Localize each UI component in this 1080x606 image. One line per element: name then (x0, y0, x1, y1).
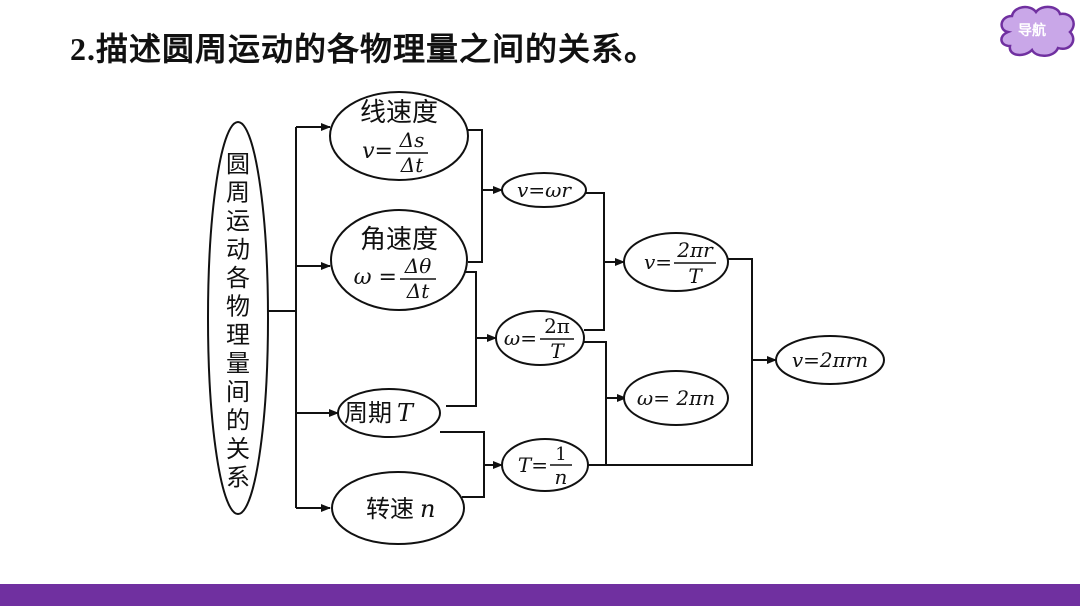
formula-T-1-over-n: T= 1 n (501, 438, 589, 492)
root-char: 间 (226, 378, 250, 406)
f3-num: 1 (555, 444, 566, 465)
cloud-icon (1000, 5, 1075, 57)
angular-num: Δθ (404, 254, 431, 278)
root-char: 物 (226, 293, 250, 321)
f4-lhs: v= (644, 250, 672, 274)
nav-button[interactable]: 导航 (996, 2, 1080, 60)
title-number: 2. (70, 31, 96, 67)
root-char: 各 (226, 264, 250, 292)
rpm-label: 转速 (366, 495, 414, 523)
angular-velocity-node: 角速度 ω = Δθ Δt (330, 209, 468, 311)
f6-text: v=2πrn (792, 348, 868, 372)
root-char: 圆 (226, 150, 250, 178)
page-title: 2.描述圆周运动的各物理量之间的关系。 (70, 24, 657, 70)
root-char: 的 (226, 407, 250, 435)
angular-den: Δt (406, 279, 430, 303)
title-text: 描述圆周运动的各物理量之间的关系。 (96, 30, 658, 68)
root-label: 圆周运动各物理量间的关系 (226, 150, 250, 492)
footer-bar (0, 584, 1080, 606)
formula-v-omega-r: v=ωr (501, 172, 587, 208)
linear-velocity-label: 线速度 (360, 98, 438, 128)
f2-den: T (550, 339, 565, 363)
linear-num: Δs (399, 128, 425, 152)
root-char: 理 (226, 321, 250, 349)
f4-num: 2πr (676, 238, 714, 262)
linear-velocity-node: 线速度 v= Δs Δt (329, 91, 469, 181)
rpm-var: n (420, 495, 435, 523)
period-node: 周期 T (337, 388, 441, 438)
rpm-node: 转速 n (331, 471, 465, 545)
linear-lhs: v= (362, 139, 393, 164)
formula-omega-2pi-over-T: ω= 2π T (495, 310, 585, 366)
nav-label: 导航 (1018, 23, 1046, 39)
root-char: 运 (226, 207, 250, 235)
linear-den: Δt (400, 153, 424, 177)
formula-omega-2pin: ω= 2πn (623, 370, 729, 426)
period-label: 周期 (344, 399, 392, 427)
angular-velocity-label: 角速度 (360, 225, 438, 255)
angular-lhs: ω = (354, 265, 397, 290)
relationship-diagram: 圆周运动各物理量间的关系 线速度 v= Δs Δt 角速度 ω = Δθ Δt … (207, 91, 885, 545)
period-var: T (397, 399, 415, 427)
f3-lhs: T= (518, 453, 548, 477)
f2-num: 2π (544, 314, 570, 338)
f3-den: n (555, 465, 568, 489)
root-char: 量 (226, 350, 250, 378)
f4-den: T (688, 264, 703, 288)
formula-v-2pirn: v=2πrn (775, 335, 885, 385)
root-char: 系 (226, 464, 250, 492)
f1-text: v=ωr (517, 178, 572, 202)
f2-lhs: ω= (504, 326, 537, 350)
root-node: 圆周运动各物理量间的关系 (207, 121, 269, 515)
root-char: 关 (226, 435, 250, 463)
f5-text: ω= 2πn (637, 386, 715, 410)
connector-lines (268, 123, 777, 512)
formula-v-2pir-over-T: v= 2πr T (623, 232, 729, 292)
root-char: 动 (226, 236, 250, 264)
root-char: 周 (226, 179, 250, 207)
